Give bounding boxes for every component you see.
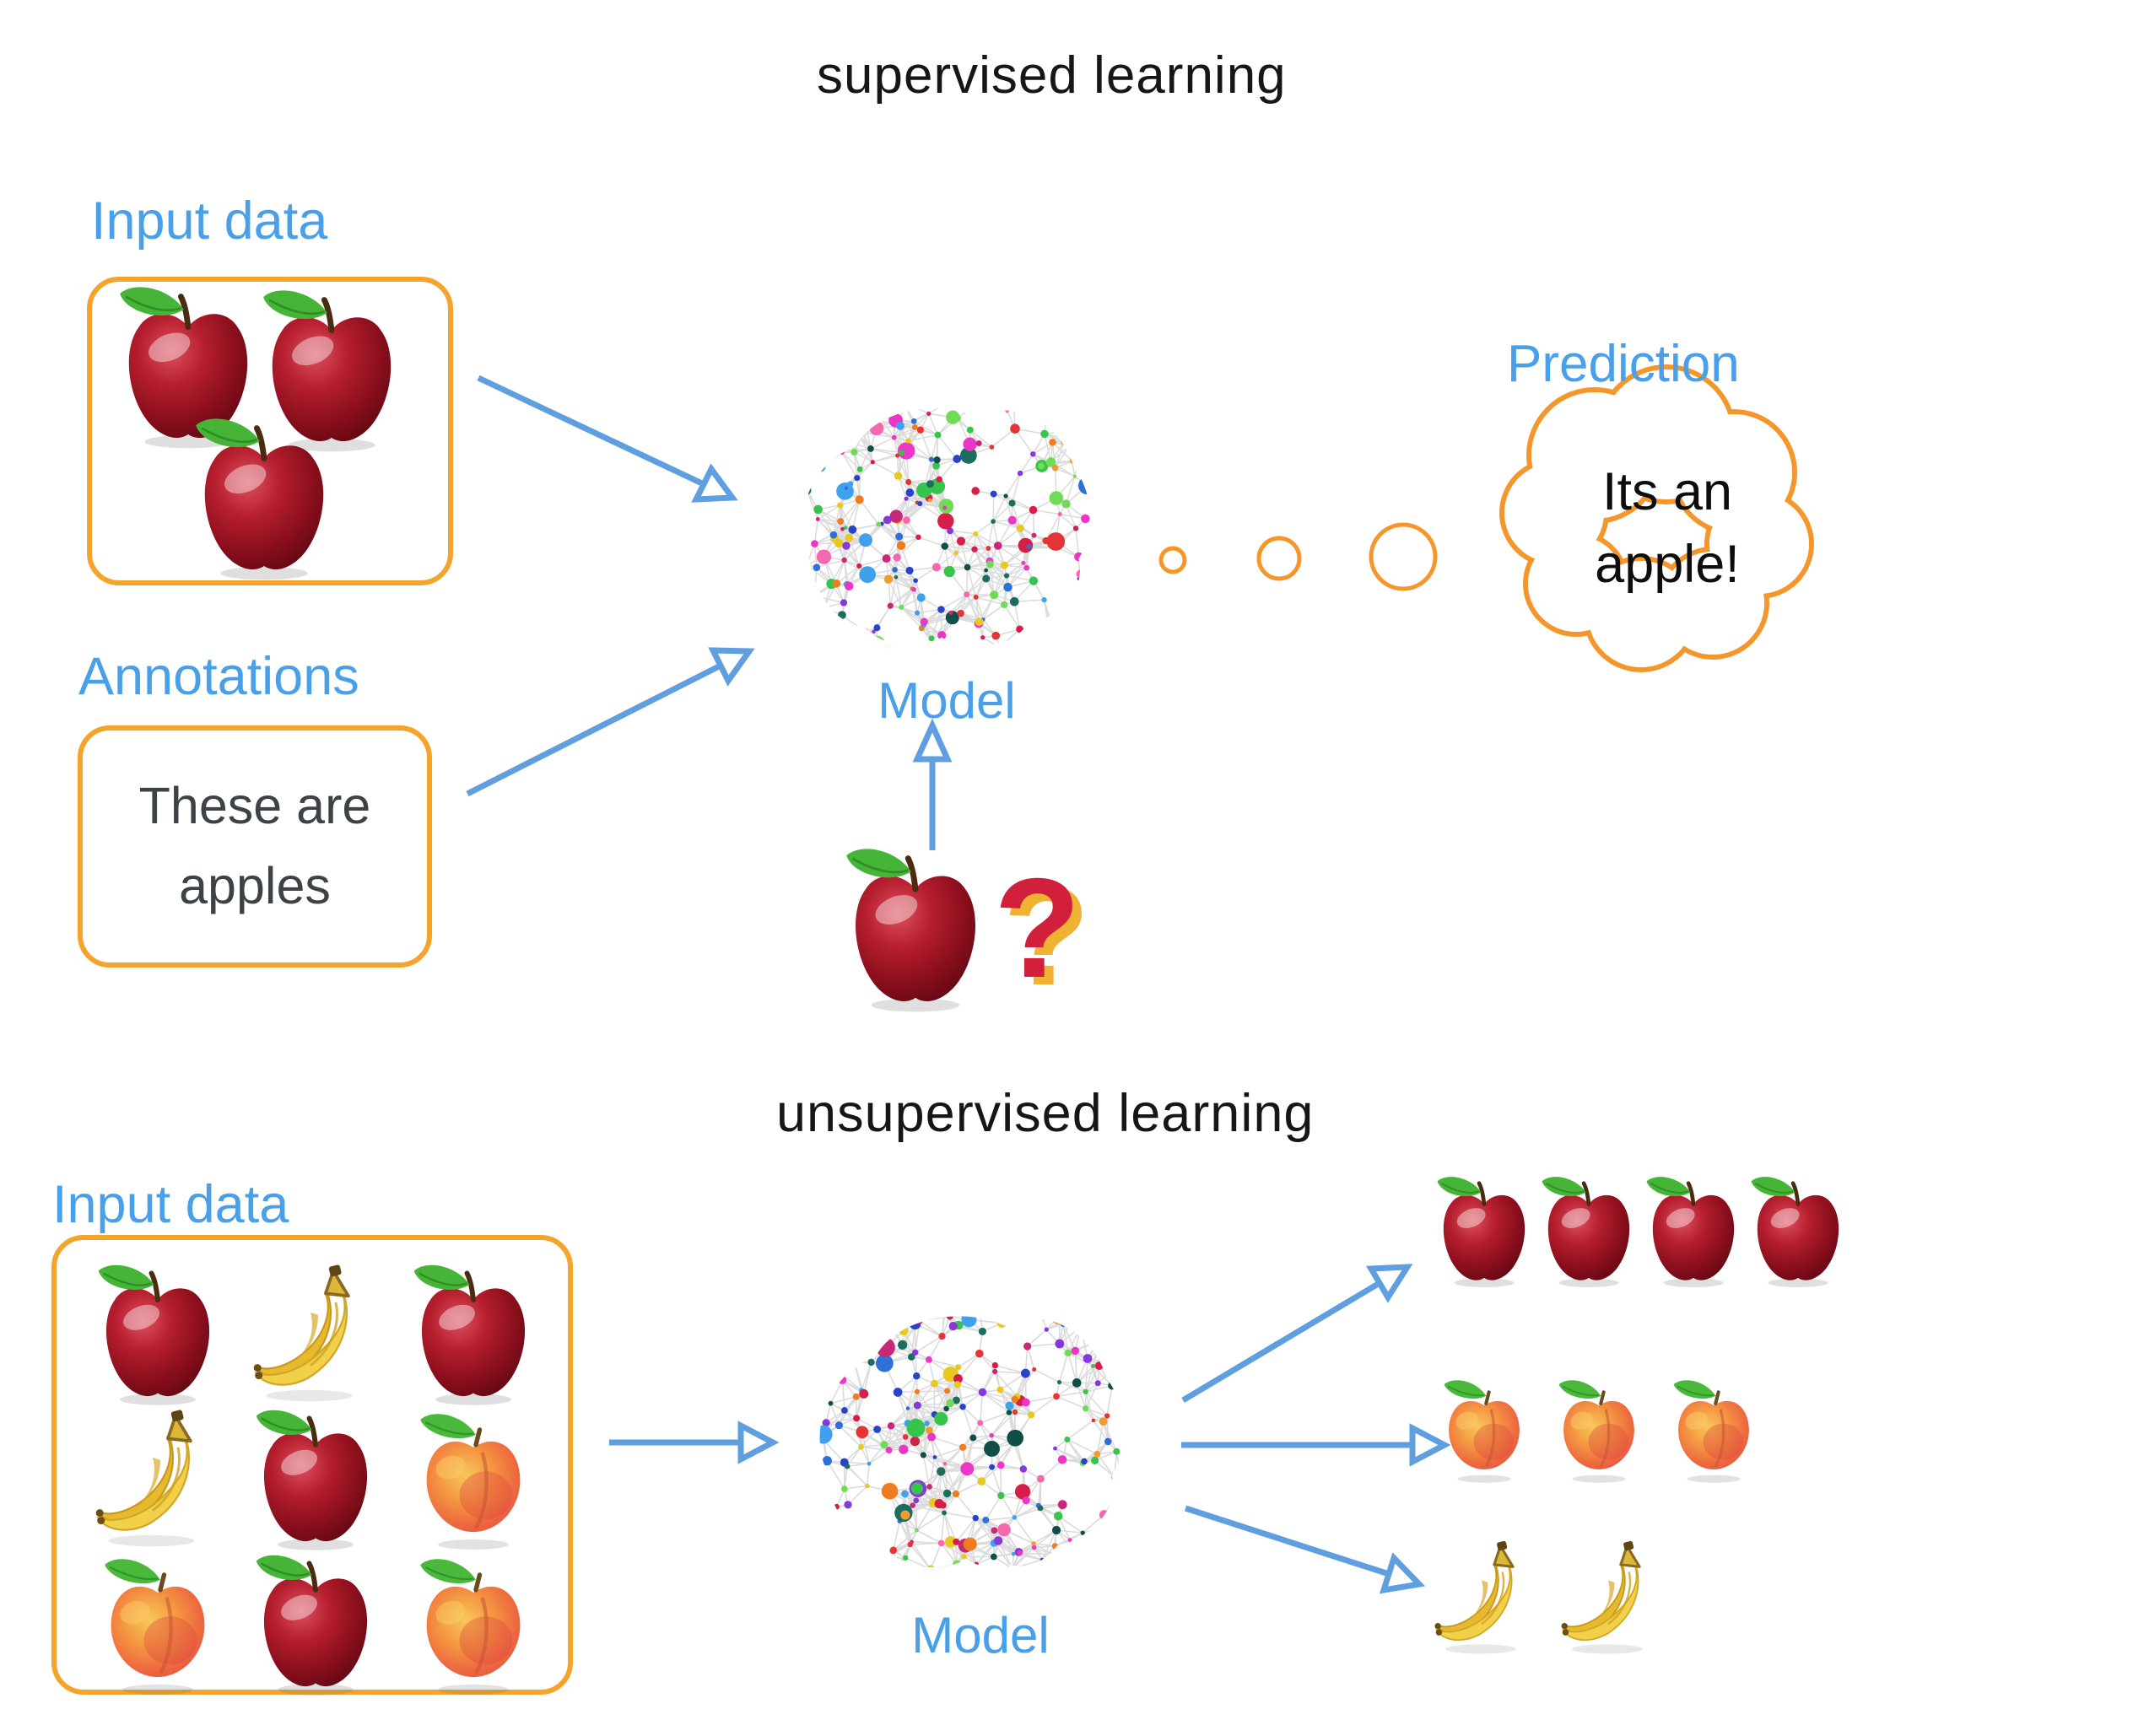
- thought-dot-medium: [1256, 536, 1302, 581]
- unsupervised-title: unsupervised learning: [776, 1084, 1315, 1143]
- annotation-line-1: These are: [138, 777, 371, 834]
- unsupervised-model-label: Model: [911, 1607, 1050, 1663]
- supervised-title: supervised learning: [817, 46, 1287, 105]
- thought-dot-small: [1158, 546, 1187, 574]
- arrow-annotations-to-model: [466, 647, 755, 797]
- model-brain-unsupervised: [819, 1316, 1125, 1574]
- arrow-model-to-bananas: [1184, 1505, 1426, 1594]
- question-mark: ?: [994, 849, 1081, 1007]
- apple-image: [1434, 1174, 1534, 1289]
- peach-image: [1436, 1375, 1532, 1485]
- banana-image: [1433, 1539, 1539, 1658]
- arrow-model-to-peaches: [1181, 1423, 1451, 1467]
- unsupervised-input-grid: [78, 1262, 553, 1669]
- apple-image: [251, 1407, 380, 1552]
- thought-bubble-dots: [1158, 522, 1438, 591]
- annotations-box: These are apples: [78, 725, 432, 968]
- arrow-model-to-apples: [1181, 1264, 1413, 1404]
- apple-image: [1748, 1174, 1848, 1289]
- apple-slot: [192, 415, 337, 586]
- banana-image: [94, 1407, 222, 1552]
- unsupervised-input-box: [51, 1235, 573, 1695]
- annotations-label: Annotations: [78, 647, 359, 706]
- supervised-input-label: Input data: [91, 191, 328, 251]
- arrow-inputdata-to-model: [477, 375, 738, 503]
- peach-image: [409, 1407, 537, 1552]
- banana-image: [251, 1262, 380, 1407]
- supervised-input-box: [87, 277, 453, 585]
- apple-image: [94, 1262, 222, 1407]
- unsupervised-input-label: Input data: [52, 1175, 289, 1234]
- prediction-line-2: apple!: [1595, 535, 1740, 594]
- prediction-label: Prediction: [1507, 335, 1740, 393]
- supervised-model-label: Model: [878, 672, 1016, 729]
- prediction-line-1: Its an: [1601, 462, 1733, 521]
- banana-image: [1559, 1539, 1666, 1658]
- apple-image: [1539, 1174, 1639, 1289]
- apple-image: [1644, 1174, 1743, 1289]
- arrow-input-to-model-unsupervised: [609, 1421, 780, 1464]
- thought-dot-large: [1369, 522, 1438, 591]
- peach-image: [1551, 1375, 1647, 1485]
- peach-cluster: [1436, 1375, 1762, 1485]
- model-brain-supervised: [802, 408, 1090, 654]
- peach-image: [94, 1552, 222, 1697]
- annotation-line-2: apples: [179, 857, 331, 914]
- apple-image: [409, 1262, 537, 1407]
- banana-cluster: [1433, 1539, 1666, 1658]
- arrow-query-to-model: [912, 718, 953, 850]
- apple-cluster: [1434, 1174, 1848, 1289]
- apple-image: [251, 1552, 380, 1697]
- annotation-text: These are apples: [83, 766, 427, 926]
- peach-image: [409, 1552, 537, 1697]
- apple-image: [842, 845, 989, 1014]
- peach-image: [1666, 1375, 1762, 1485]
- query-fruit: [842, 845, 989, 1018]
- apple-image: [192, 415, 337, 582]
- prediction-text: Its an apple!: [1558, 456, 1777, 601]
